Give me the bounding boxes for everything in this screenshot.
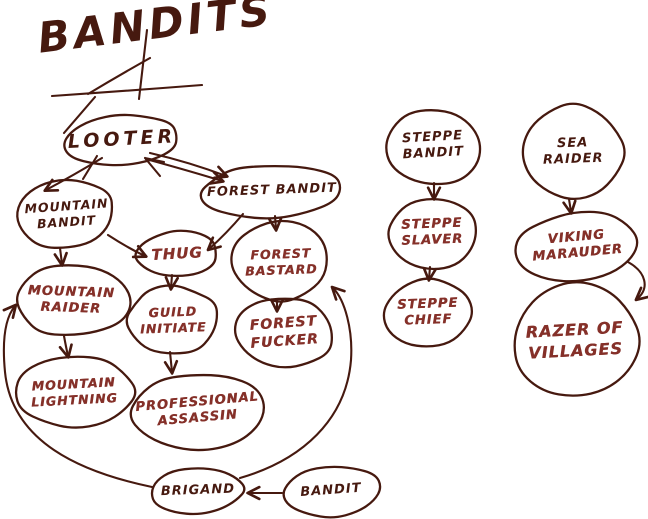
node-mountain-bandit: MOUNTAIN BANDIT [24,195,109,232]
node-sea-raider: SEA RAIDER [542,135,604,169]
bubble-bandit [282,465,382,519]
node-forest-fucker: FOREST FUCKER [249,313,320,352]
bubble-forest-bandit [199,164,342,220]
edge-forest-bandit-thug [206,212,245,252]
title-flourish [50,28,204,181]
node-guild-initiate: GUILD INITIATE [139,303,207,337]
bubble-sea-raider [521,102,626,201]
bubble-steppe-bandit [385,109,482,186]
bubble-guild-initiate [125,284,219,355]
bubble-razer-of-villages [513,281,641,397]
edge-sea-raider-viking-marauder [562,197,577,215]
node-thug: THUG [150,243,204,264]
edge-looter-mountain-bandit [43,156,104,193]
edge-mountain-bandit-mountain-raider [53,246,68,267]
node-mountain-lightning: MOUNTAIN LIGHTNING [30,374,119,410]
edge-looter-forest-bandit-b [148,151,229,180]
bubble-looter [63,113,178,167]
bubble-steppe-slaver [387,198,478,271]
node-brigand: BRIGAND [160,481,236,500]
node-razer-of-villages: RAZER OF VILLAGES [525,317,624,363]
bubble-mountain-raider [15,264,132,337]
edge-brigand-mountain-raider-loop [2,303,154,489]
bubble-professional-assassin [129,373,265,452]
edge-mountain-raider-mountain-lightning [58,334,73,359]
node-forest-bastard: FOREST BASTARD [244,245,318,279]
bubble-mountain-lightning [14,355,137,429]
bubble-mountain-bandit [16,178,114,249]
node-steppe-slaver: STEPPE SLAVER [400,215,464,250]
edge-viking-marauder-razer-loop [626,260,648,302]
bubble-viking-marauder [514,210,639,283]
edge-guild-initiate-professional-assassin [163,350,179,375]
bubble-thug [134,229,217,278]
bubble-forest-fucker [233,297,333,369]
edge-brigand-forest-bastard-loop [238,285,353,480]
edge-mountain-bandit-thug [106,233,148,259]
bubble-outlines [14,102,641,519]
node-steppe-bandit: STEPPE BANDIT [401,128,465,163]
bubble-brigand [150,467,246,516]
bubble-steppe-chief [382,277,474,348]
node-steppe-chief: STEPPE CHIEF [396,295,459,329]
node-mountain-raider: MOUNTAIN RAIDER [27,283,116,318]
